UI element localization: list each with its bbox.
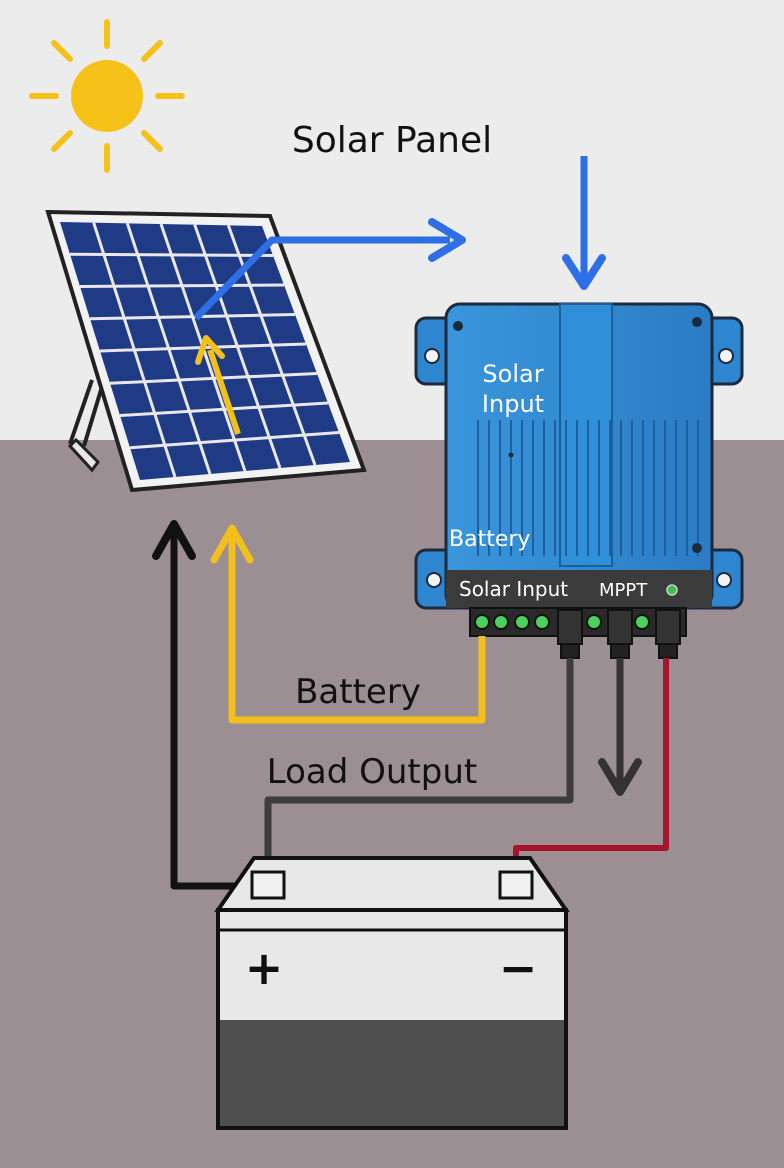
battery-negative-sign: −	[499, 941, 538, 995]
panel-grid-line	[79, 283, 285, 288]
battery-positive-sign: +	[245, 941, 284, 995]
status-led	[666, 584, 678, 596]
controller-battery-label: Battery	[449, 527, 530, 552]
panel-stand	[67, 437, 100, 473]
battery-terminal-left	[250, 870, 286, 900]
mppt-output-arrow	[598, 658, 642, 796]
solar-panel	[45, 209, 367, 493]
sunlight-arrow	[193, 218, 466, 321]
solar-panel-title: Solar Panel	[292, 120, 492, 161]
panel-grid-line	[129, 431, 340, 450]
controller-solar-input-label-line2: Input	[482, 390, 544, 418]
load-output-wire	[264, 658, 574, 872]
battery-terminal-right	[498, 870, 534, 900]
controller-input-arrow	[562, 156, 606, 290]
heat-sink-fins	[477, 420, 699, 556]
panel-grid-line	[69, 252, 274, 257]
terminal-solar-input-label: Solar Input	[459, 577, 568, 601]
panel-grid-line	[89, 313, 296, 321]
terminal-mppt-label: MPPT	[599, 580, 648, 601]
sun-icon	[29, 19, 185, 173]
controller-solar-input-label-line1: Solar	[482, 360, 543, 388]
load-output-label: Load Output	[267, 752, 477, 792]
panel-current-arrow	[195, 335, 241, 435]
panel-grid-line	[109, 372, 318, 385]
battery-fill	[220, 1020, 564, 1126]
battery-wire-yellow	[210, 524, 486, 724]
battery-wire-label: Battery	[295, 672, 421, 712]
charge-controller: Solar Input Battery Solar Input MPPT	[414, 302, 744, 659]
battery: + −	[214, 856, 570, 1130]
panel-grid-line	[119, 401, 329, 417]
